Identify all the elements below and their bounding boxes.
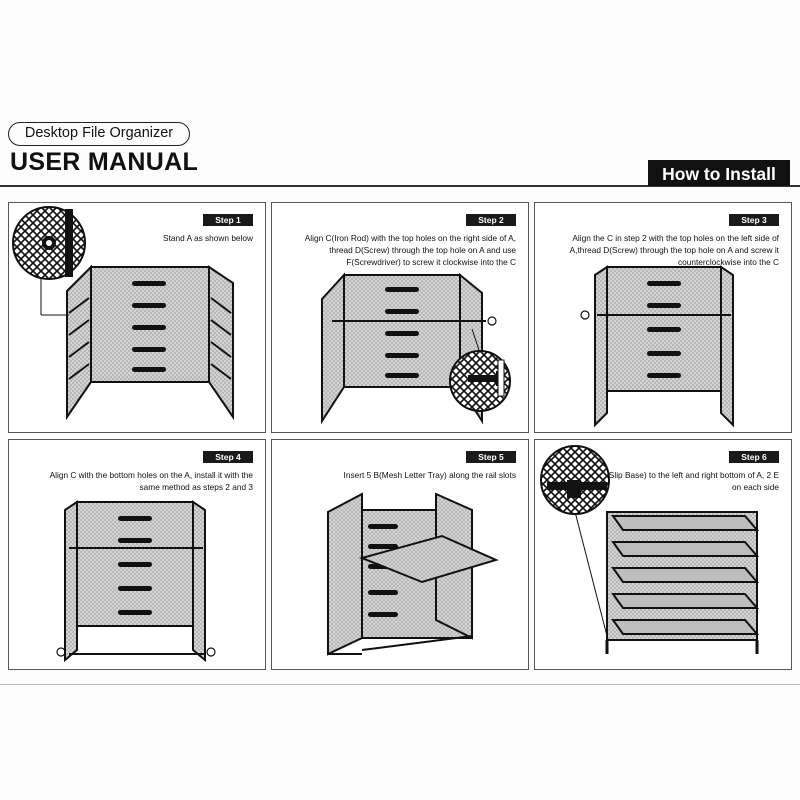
step-6-instruction: Add E(Anti Slip Base) to the left and ri… <box>566 470 779 492</box>
manual-title: USER MANUAL <box>10 148 199 176</box>
step-6-tag: Step 6 <box>729 451 779 463</box>
step-1-tag: Step 1 <box>203 214 253 226</box>
step-2-instruction: Align C(Iron Rod) with the top holes on … <box>304 233 516 267</box>
step-3-instruction: Align the C in step 2 with the top holes… <box>569 233 779 267</box>
header-divider <box>0 185 800 187</box>
product-name: Desktop File Organizer <box>8 122 190 146</box>
step-4-instruction: Align C with the bottom holes on the A, … <box>49 470 253 492</box>
step-5-instruction: Insert 5 B(Mesh Letter Tray) along the r… <box>343 470 516 480</box>
step-4-tag: Step 4 <box>203 451 253 463</box>
step-5-panel: Step 5 Insert 5 B(Mesh Letter Tray) alon… <box>271 439 529 670</box>
how-to-install-tab: How to Install <box>648 160 790 186</box>
footer-divider <box>0 684 800 685</box>
step-4-illustration <box>56 500 216 663</box>
step-3-tag: Step 3 <box>729 214 779 226</box>
step-4-panel: Step 4 Align C with the bottom holes on … <box>8 439 266 670</box>
step-2-panel: Step 2 Align C(Iron Rod) with the top ho… <box>271 202 529 433</box>
step-1-illustration <box>12 206 234 421</box>
step-6-panel: Step 6 Add E(Anti Slip Base) to the left… <box>534 439 792 670</box>
step-6-illustration <box>540 445 760 654</box>
step-1-panel: Step 1 Stand A as shown below <box>8 202 266 433</box>
step-2-illustration <box>321 272 511 425</box>
step-1-instruction: Stand A as shown below <box>163 233 253 243</box>
step-5-illustration <box>327 492 499 656</box>
step-3-panel: Step 3 Align the C in step 2 with the to… <box>534 202 792 433</box>
step-5-tag: Step 5 <box>466 451 516 463</box>
step-2-tag: Step 2 <box>466 214 516 226</box>
step-3-illustration <box>580 265 734 428</box>
